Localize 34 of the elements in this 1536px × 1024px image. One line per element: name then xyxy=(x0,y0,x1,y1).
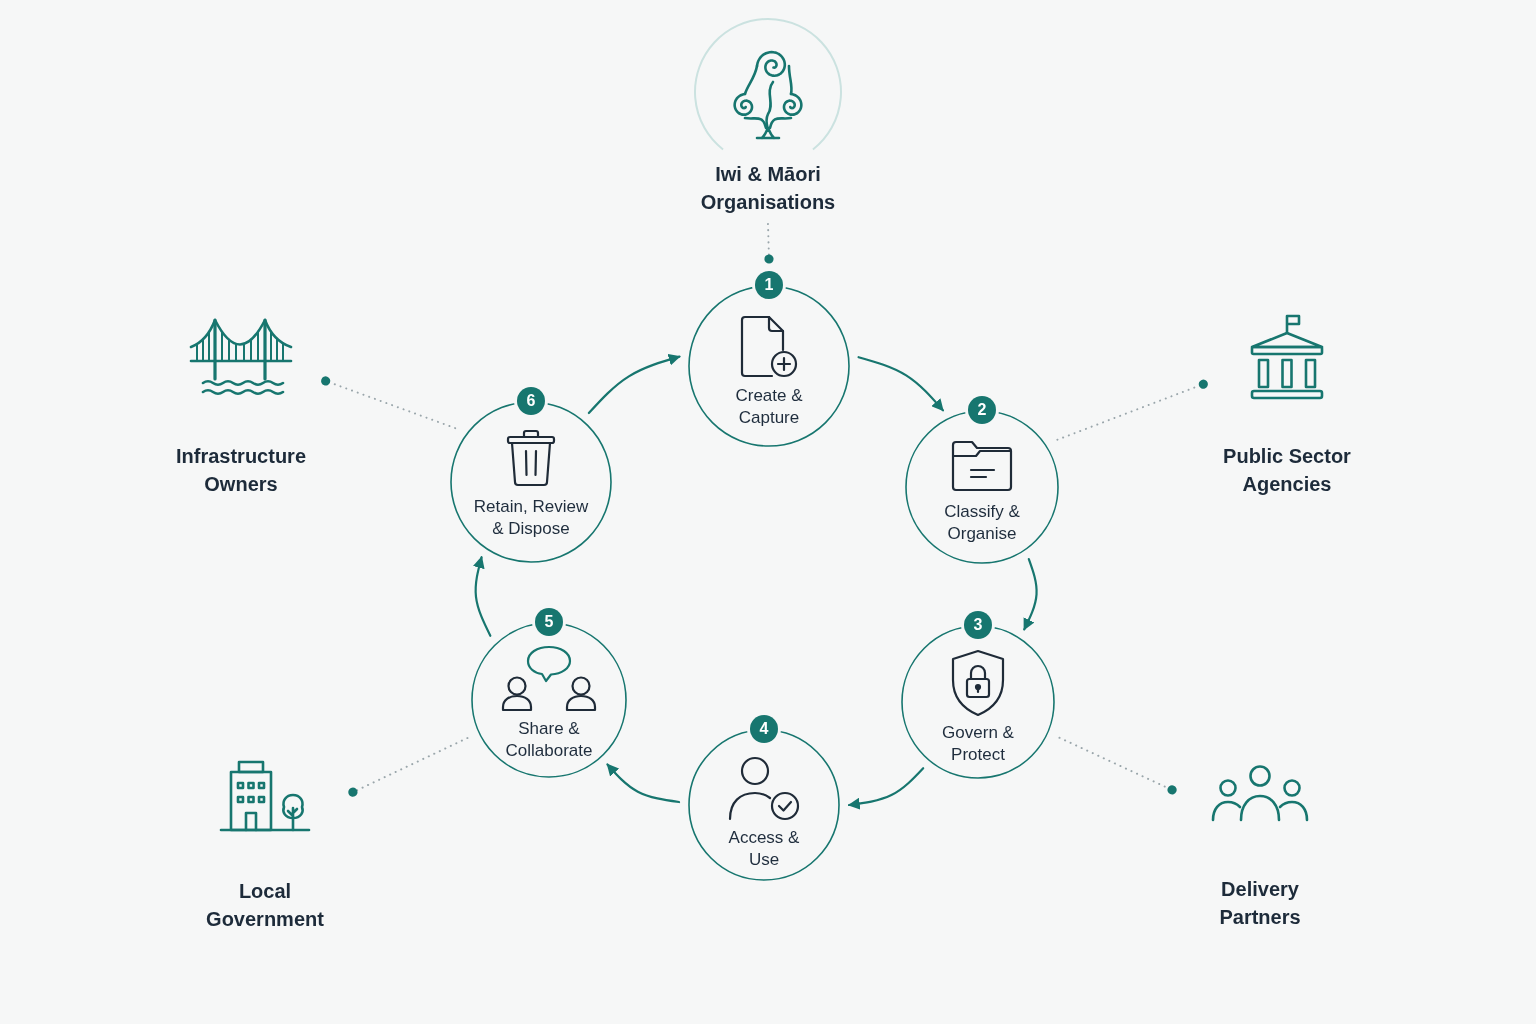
step-number: 2 xyxy=(968,396,996,424)
dotted-connector xyxy=(348,737,469,797)
dotted-connector xyxy=(1058,736,1177,795)
step-circle xyxy=(471,608,627,778)
step-label: Access & Use xyxy=(727,827,801,871)
cycle-arrow xyxy=(857,356,945,412)
cycle-arrow xyxy=(587,353,681,415)
step-label: Share & Collaborate xyxy=(504,718,594,762)
cycle-arrow xyxy=(1023,558,1038,631)
step-label: Create & Capture xyxy=(734,385,804,429)
dotted-connector xyxy=(764,223,774,264)
step-label: Govern & Protect xyxy=(941,722,1015,766)
step-label: Classify & Organise xyxy=(943,501,1021,545)
dotted-connector xyxy=(321,376,457,430)
step-number: 3 xyxy=(964,611,992,639)
step-circle xyxy=(688,715,840,881)
dotted-connector xyxy=(1056,379,1208,441)
step-number: 6 xyxy=(517,387,545,415)
step-circle xyxy=(688,271,850,447)
cycle-arrow xyxy=(606,763,681,804)
stakeholder-label: Delivery Partners xyxy=(1218,877,1302,930)
step-number: 1 xyxy=(755,271,783,299)
stakeholder-label: Local Government xyxy=(205,879,325,932)
cycle-arrow xyxy=(847,767,925,810)
cycle-arrow xyxy=(473,556,492,637)
step-circle xyxy=(901,611,1055,779)
step-number: 4 xyxy=(750,715,778,743)
step-circle xyxy=(905,396,1059,564)
step-number: 5 xyxy=(535,608,563,636)
stakeholder-label: Infrastructure Owners xyxy=(175,444,307,497)
stakeholder-label: Iwi & Māori Organisations xyxy=(699,162,837,215)
step-label: Retain, Review & Dispose xyxy=(472,496,590,540)
step-circle xyxy=(450,387,612,563)
stakeholder-label: Public Sector Agencies xyxy=(1222,444,1352,497)
